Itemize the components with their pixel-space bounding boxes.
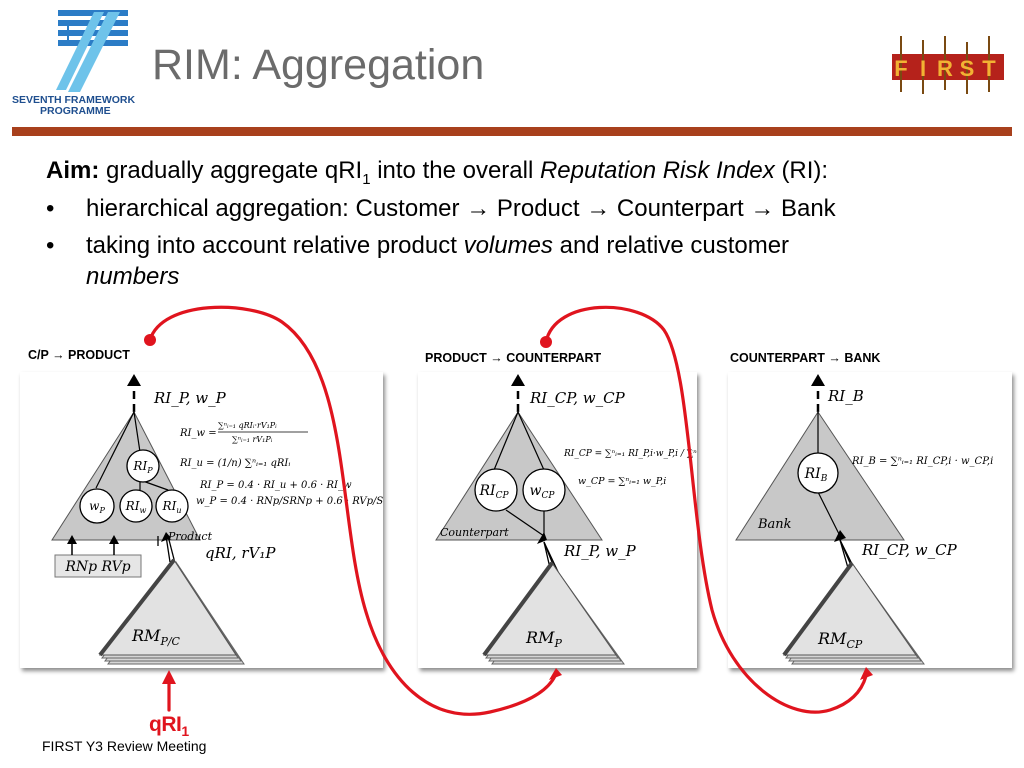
- left-inputs-box: [54, 554, 142, 578]
- left-formula-3: RI_P = 0.4 · RI_u + 0.6 · RI_w: [199, 480, 352, 491]
- diagram-middle: RICP wCP RMP Counterpart RI_P, w_P RI_CP…: [418, 372, 697, 668]
- aim-text-1: gradually aggregate qRI: [106, 157, 363, 184]
- first-logo-letter-s: S: [960, 56, 975, 81]
- arrowhead-qri: [162, 670, 176, 684]
- first-logo-letter-t: T: [982, 56, 996, 81]
- left-formula-4: w_P = 0.4 · RNp/SRNp + 0.6 · RVp/SRVp: [196, 496, 383, 507]
- aim-line: Aim: gradually aggregate qRI1 into the o…: [46, 156, 829, 188]
- left-top-output-label: RI_P, w_P: [153, 389, 227, 407]
- middle-output-arrowhead: [511, 374, 525, 386]
- fp7-logo: SEVENTH FRAMEWORK PROGRAMME: [8, 6, 144, 118]
- arrow-start-dot-1: [144, 334, 156, 346]
- aim-text-3: (RI):: [781, 157, 829, 184]
- qri-sub: 1: [181, 723, 189, 740]
- middle-input-label: RI_P, w_P: [563, 542, 637, 560]
- left-triangle-label: Product: [167, 530, 213, 543]
- aim-italic: Reputation Risk Index: [539, 157, 775, 184]
- diagram-left-label: C/P → PRODUCT: [28, 348, 130, 362]
- aim-text-2: into the overall: [377, 157, 534, 184]
- left-output-arrowhead: [127, 374, 141, 386]
- right-formula-1: RI_B = ∑ⁿᵢ₌₁ RI_CP,i · w_CP,i: [851, 456, 993, 467]
- arrow-start-dot-2: [540, 336, 552, 348]
- bullet-2-continuation: numbers: [86, 262, 179, 292]
- left-formula-1-lhs: RI_w =: [179, 428, 217, 439]
- qri-input-label: qRI1: [149, 713, 189, 740]
- arrowhead-1: [549, 668, 562, 680]
- diagram-right-label: COUNTERPART → BANK: [730, 351, 881, 365]
- middle-triangle-label: Counterpart: [440, 526, 509, 539]
- bullet-2: taking into account relative product vol…: [86, 231, 789, 261]
- middle-top-output-label: RI_CP, w_CP: [529, 389, 626, 407]
- left-formula-1-num: ∑ⁿᵢ₌₁ qRIᵢ·rV₁Pᵢ: [218, 421, 277, 430]
- footer-text: FIRST Y3 Review Meeting: [42, 738, 207, 754]
- bullet-2-text-b: and relative customer: [559, 232, 790, 259]
- bullet-2-italic: volumes: [463, 232, 553, 259]
- right-input-label: RI_CP, w_CP: [861, 541, 958, 559]
- right-triangle-label: Bank: [757, 517, 792, 532]
- diagram-right: RIB RMCP Bank RI_CP, w_CP RI_B RI_B = ∑ⁿ…: [728, 372, 1012, 668]
- right-top-output-label: RI_B: [827, 387, 864, 405]
- fp7-seven-icon: [56, 10, 128, 92]
- left-formula-1-den: ∑ⁿᵢ₌₁ rV₁Pᵢ: [232, 435, 273, 444]
- first-logo-letter-f: F: [894, 56, 907, 81]
- bullet-1: hierarchical aggregation: Customer → Pro…: [86, 195, 836, 222]
- left-inputs-text: RNp RVp: [64, 559, 130, 575]
- right-output-arrowhead: [811, 374, 825, 386]
- page-title: RIM: Aggregation: [152, 41, 485, 89]
- first-logo-letter-r: R: [937, 56, 953, 81]
- aim-subscript: 1: [362, 170, 371, 188]
- left-input-label: qRI, rV₁P: [205, 544, 276, 562]
- bullet-2-marker: •: [46, 232, 55, 259]
- bullet-1-marker: •: [46, 195, 55, 222]
- first-logo-letter-i: I: [920, 56, 926, 81]
- aim-label: Aim:: [46, 157, 100, 184]
- arrowhead-2: [860, 667, 873, 680]
- header-divider: [12, 127, 1012, 136]
- bullet-2-text-a: taking into account relative product: [86, 232, 457, 259]
- bullet-2-italic-2: numbers: [86, 263, 180, 290]
- middle-formula-1: RI_CP = ∑ⁿᵢ₌₁ RI_P,i·w_P,i / ∑ⁿᵢ₌₁ w_P,i: [563, 449, 697, 459]
- middle-formula-2: w_CP = ∑ⁿᵢ₌₁ w_P,i: [578, 476, 666, 487]
- diagram-left: RIP wP RIw RIu RNp RVp RMP/C Produ: [20, 372, 383, 668]
- qri-text: qRI: [149, 713, 182, 736]
- left-formula-2: RI_u = (1/n) ∑ⁿᵢ₌₁ qRIᵢ: [179, 458, 290, 469]
- left-node-w-p: [79, 488, 115, 524]
- fp7-text-line1: SEVENTH FRAMEWORK: [12, 94, 136, 106]
- fp7-text-line2: PROGRAMME: [40, 105, 111, 117]
- diagram-middle-label: PRODUCT → COUNTERPART: [425, 351, 602, 365]
